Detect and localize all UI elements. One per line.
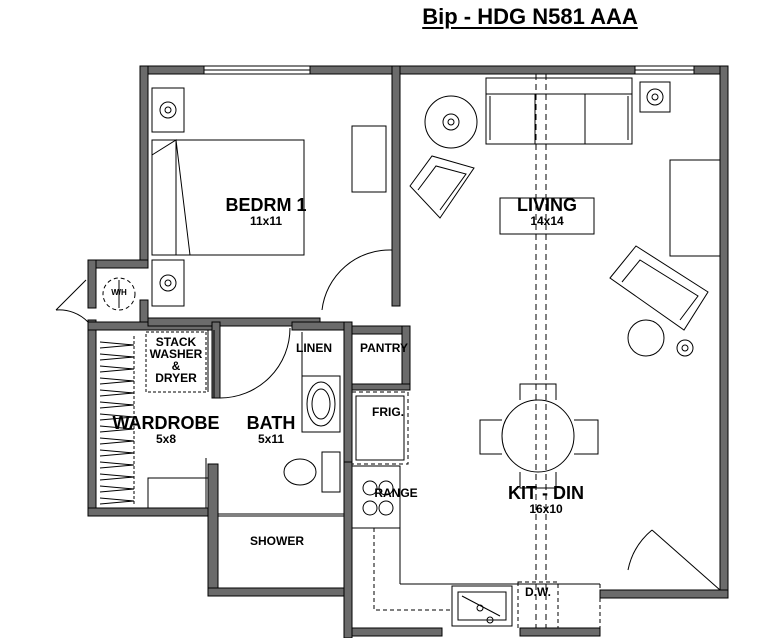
- windows: [203, 65, 695, 75]
- fridge-label: FRIG.: [372, 405, 404, 419]
- walls: [87, 65, 729, 638]
- washer-dryer-label: STACK WASHER & DRYER: [140, 336, 212, 384]
- range-label: RANGE: [374, 486, 418, 500]
- vanity: [301, 375, 341, 433]
- hanger-mark: [99, 377, 135, 385]
- kitchen-size: 16x10: [529, 501, 563, 516]
- nightstand: [151, 87, 185, 133]
- room-label-bath: BATH 5x11: [236, 414, 306, 445]
- plan-title: Bip - HDG N581 AAA: [422, 4, 638, 29]
- dishwasher-label: D.W.: [525, 585, 551, 599]
- room-label-wardrobe: WARDROBE 5x8: [110, 414, 222, 445]
- hanger-mark: [99, 473, 135, 481]
- shower-stall: [217, 513, 345, 589]
- nightstand-2: [151, 259, 185, 307]
- bath-fixtures: [217, 332, 345, 589]
- hanger-mark: [99, 497, 135, 505]
- room-label-living: LIVING 14x14: [500, 196, 594, 227]
- washer-dryer-line4: DRYER: [155, 371, 197, 385]
- hanger-mark: [99, 389, 135, 397]
- bedroom-size: 11x11: [249, 213, 283, 228]
- living-name: LIVING: [516, 195, 577, 215]
- hanger-mark: [99, 353, 135, 361]
- toilet-tank: [321, 451, 341, 493]
- bath-name: BATH: [246, 413, 296, 433]
- hanger-mark: [99, 341, 135, 349]
- water-heater-closet: [55, 277, 136, 323]
- hanger-mark: [99, 449, 135, 457]
- hanger-mark: [99, 413, 135, 421]
- hanger-mark: [99, 365, 135, 373]
- room-label-kitchen: KIT - DIN 16x10: [494, 484, 598, 515]
- hanger-mark: [99, 485, 135, 493]
- hanger-mark: [99, 437, 135, 445]
- hanger-mark: [99, 461, 135, 469]
- bedroom-furniture: [151, 87, 393, 311]
- living-size: 14x14: [530, 213, 564, 228]
- living-furniture: [409, 74, 721, 628]
- dresser: [351, 125, 387, 193]
- kitchen-name: KIT - DIN: [508, 483, 584, 503]
- wardrobe-size: 5x8: [155, 431, 177, 446]
- bed: [151, 139, 305, 256]
- washer-dryer-line1: STACK: [155, 335, 197, 349]
- hanger-mark: [99, 425, 135, 433]
- room-label-linen: LINEN: [296, 341, 332, 355]
- water-heater-label: W/H: [111, 288, 127, 297]
- washer-dryer-line2: WASHER: [149, 347, 203, 361]
- wardrobe-hangers: [99, 327, 291, 509]
- room-label-shower: SHOWER: [250, 534, 304, 548]
- bath-size: 5x11: [257, 431, 285, 446]
- room-label-bedroom: BEDRM 1 11x11: [216, 196, 316, 227]
- hanger-mark: [99, 401, 135, 409]
- room-label-pantry: PANTRY: [360, 341, 408, 355]
- washer-dryer-line3: &: [171, 359, 181, 373]
- bedroom-name: BEDRM 1: [225, 195, 307, 215]
- wardrobe-name: WARDROBE: [112, 413, 220, 433]
- kitchen-fixtures: [351, 383, 721, 629]
